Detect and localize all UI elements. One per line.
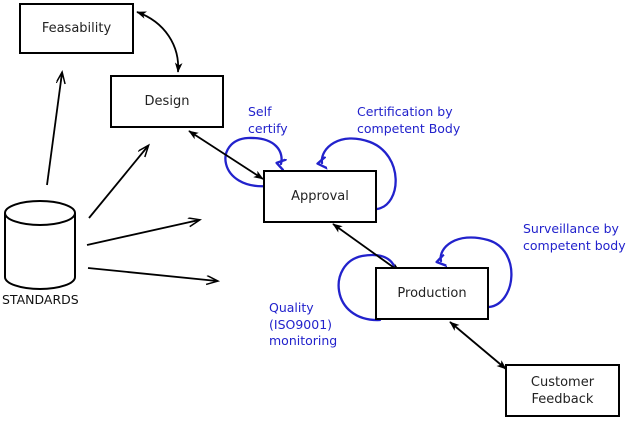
annotation-self-certify: Self certify [248, 104, 288, 136]
annotation-surveillance-by-competent-body: Surveillance by competent body [523, 221, 626, 253]
flow-standards-design [88, 146, 148, 219]
flow-standards-production [87, 267, 217, 281]
node-feasability[interactable]: Feasability [19, 3, 134, 54]
node-feasability-label: Feasability [41, 21, 112, 36]
flow-standards-approval [86, 220, 199, 246]
production-surveillance-loop [441, 236, 513, 309]
flow-approval-production [332, 223, 401, 273]
annotation-certification-by-competent-body: Certification by competent Body [357, 104, 461, 136]
standards-data-store-label: STANDARDS [2, 292, 79, 307]
flow-production-customer-feedback [449, 321, 507, 370]
annotation-quality-iso9001-monitoring: Quality (ISO9001) monitoring [269, 300, 338, 348]
standards-data-store-shape [4, 200, 76, 290]
node-design[interactable]: Design [110, 75, 224, 128]
flow-feasability-design [136, 11, 183, 73]
node-production-label: Production [397, 286, 467, 301]
node-customer-feedback[interactable]: Customer Feedback [505, 364, 620, 417]
node-approval[interactable]: Approval [263, 170, 377, 223]
node-customer-feedback-label: Customer Feedback [530, 374, 595, 407]
flow-design-approval [188, 130, 264, 180]
node-production[interactable]: Production [375, 267, 489, 320]
node-design-label: Design [144, 94, 190, 109]
flow-standards-feasability [46, 73, 62, 186]
node-approval-label: Approval [291, 189, 349, 204]
approval-certification-loop [322, 137, 397, 211]
